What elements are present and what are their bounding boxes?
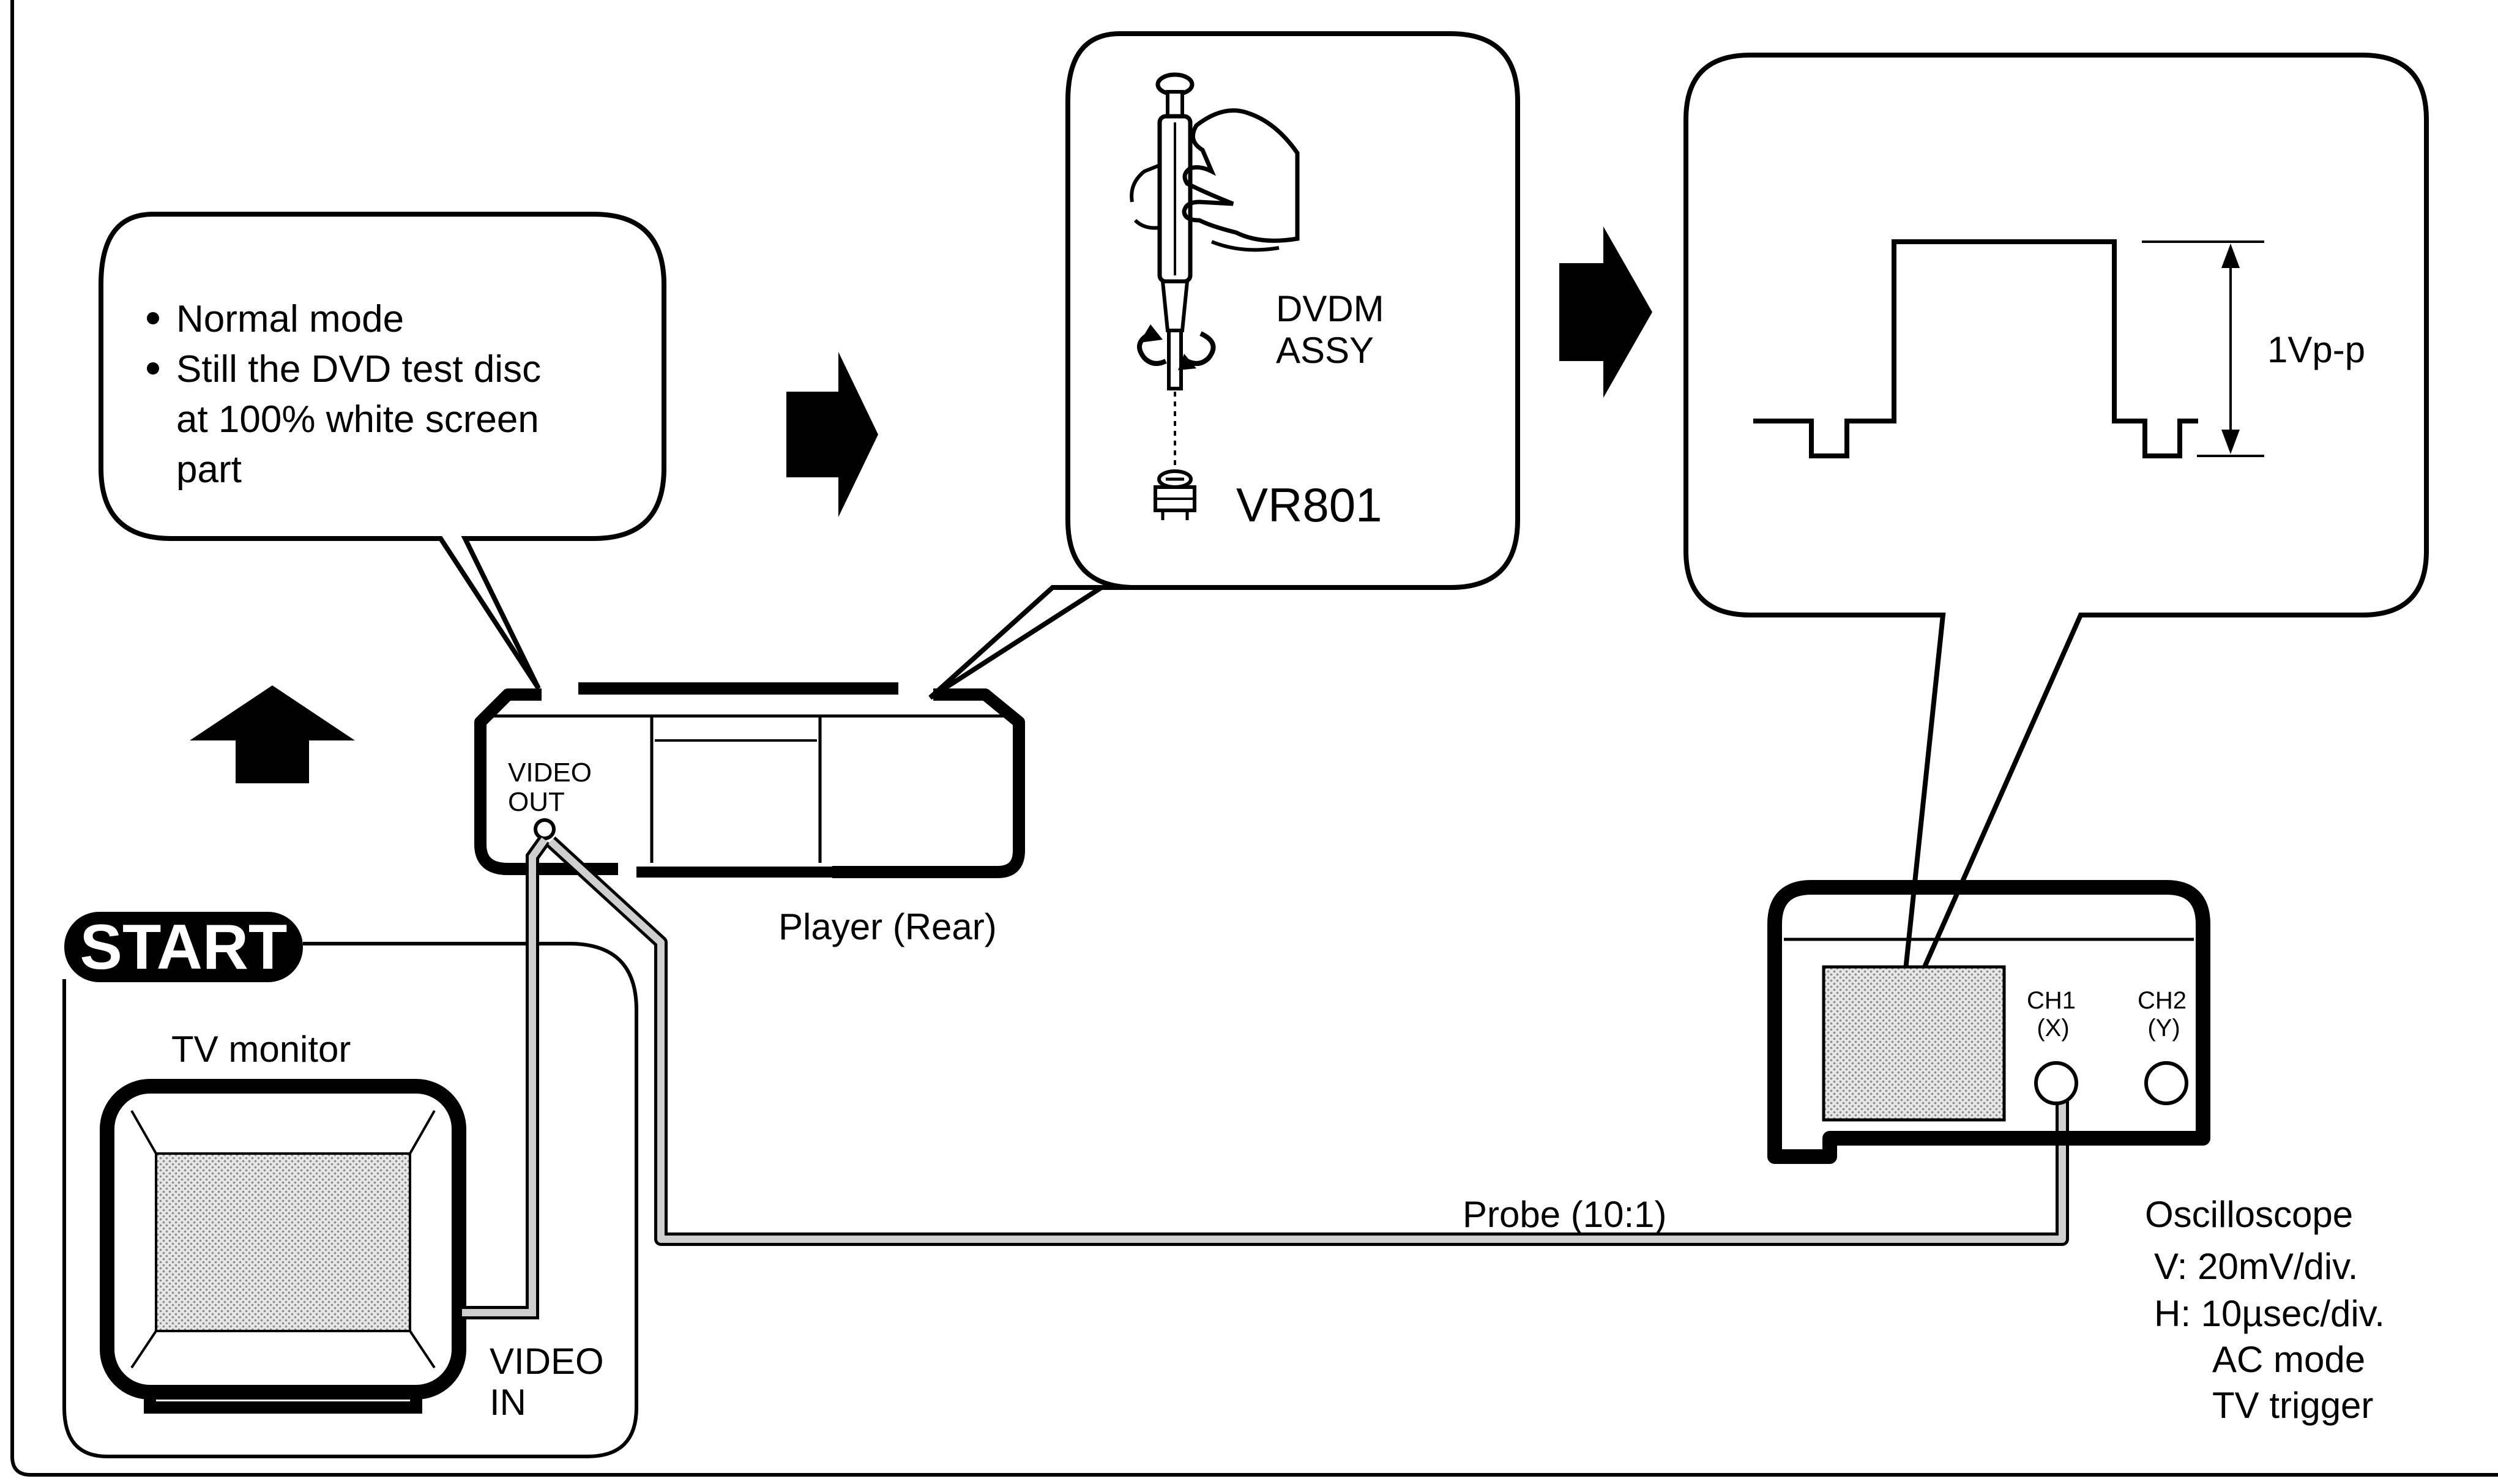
screwdriver-icon: [1155, 72, 1195, 390]
video-in-label: VIDEO: [490, 1341, 604, 1382]
video-cable: [462, 835, 550, 1319]
condition-item: Normal mode: [176, 298, 404, 340]
control-label: VR801: [1236, 478, 1382, 532]
ch1-jack: [2034, 1061, 2078, 1105]
hand-icon: [1182, 108, 1300, 243]
oscilloscope-screen: [1822, 965, 2006, 1122]
ch1-label: CH1: [2027, 987, 2076, 1014]
bullet-icon: [147, 362, 159, 375]
ch1-label: (X): [2037, 1015, 2069, 1042]
start-badge-label: START: [80, 912, 288, 983]
tv-monitor-icon: [100, 1079, 466, 1414]
ch2-label: CH2: [2138, 987, 2187, 1014]
condition-item: part: [176, 449, 242, 491]
adjustment-callout: DVDM ASSY VR801: [928, 31, 1520, 700]
conditions-callout: Normal mode Still the DVD test disc at 1…: [99, 212, 666, 690]
start-badge: [64, 912, 303, 982]
oscilloscope-setting: TV trigger: [2212, 1385, 2373, 1426]
oscilloscope: CH1 (X) CH2 (Y) Oscilloscope V: 20mV/div…: [1767, 880, 2385, 1426]
video-in-label: IN: [490, 1382, 526, 1423]
assembly-label: DVDM: [1276, 288, 1384, 329]
waveform-trace: [1753, 239, 2198, 458]
oscilloscope-setting: V: 20mV/div.: [2154, 1246, 2358, 1287]
condition-item: Still the DVD test disc: [176, 348, 541, 390]
oscilloscope-title: Oscilloscope: [2145, 1194, 2353, 1235]
oscilloscope-setting: H: 10µsec/div.: [2154, 1293, 2385, 1334]
start-section: START TV monitor VIDEO IN: [62, 912, 638, 1458]
page-frame: [10, 0, 2498, 1477]
player-caption: Player (Rear): [778, 906, 997, 947]
tv-caption: TV monitor: [171, 1029, 351, 1070]
amplitude-label: 1Vp-p: [2267, 329, 2365, 370]
arrow-right-icon: [786, 352, 878, 517]
arrow-right-icon: [1559, 226, 1652, 398]
ch2-label: (Y): [2147, 1015, 2180, 1042]
video-out-label: VIDEO: [508, 758, 592, 788]
waveform-callout: 1Vp-p: [1683, 53, 2429, 1023]
arrow-up-icon: [190, 685, 355, 783]
variable-resistor-icon: [1154, 469, 1196, 520]
bullet-icon: [147, 312, 159, 324]
player-rear: VIDEO OUT Player (Rear): [474, 682, 1025, 947]
video-out-label: OUT: [508, 787, 565, 817]
probe-cable: [546, 836, 2069, 1246]
probe-label: Probe (10:1): [1463, 1194, 1667, 1235]
oscilloscope-setting: AC mode: [2212, 1339, 2365, 1380]
condition-item: at 100% white screen: [176, 398, 539, 441]
assembly-label: ASSY: [1276, 330, 1374, 371]
video-out-jack: [534, 818, 556, 840]
ch2-jack: [2144, 1061, 2188, 1105]
